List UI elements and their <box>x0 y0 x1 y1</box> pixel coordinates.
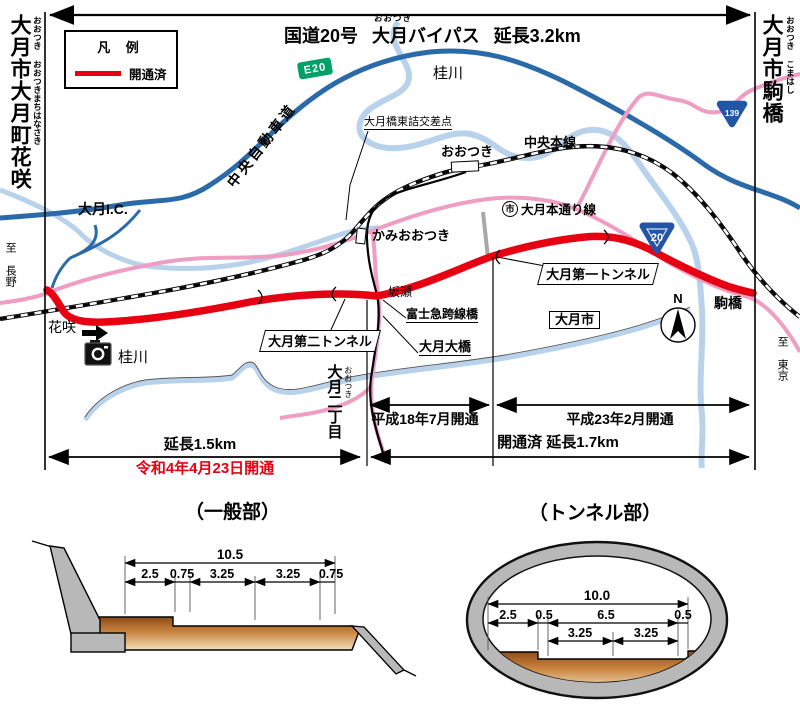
river-katsura <box>0 20 706 469</box>
to-nagano-label: 至 長野 <box>4 242 17 287</box>
general-w4: 3.25 <box>276 567 300 581</box>
sakase-label: 坂瀬 <box>388 285 413 299</box>
title-route: 国道20号 <box>284 26 359 46</box>
compass-n-label: N <box>673 291 682 306</box>
to-tokyo-label: 至 東京 <box>776 336 789 381</box>
city-road-name: 大月本通り線 <box>521 203 597 217</box>
left-edge-place-label: 大月市大月町花咲 <box>8 14 32 190</box>
legend-box: 凡 例 開通済 <box>64 30 178 89</box>
route-139-number: 139 <box>725 108 739 118</box>
h18-opening-label: 平成18年7月開通 <box>371 411 479 427</box>
tunnel2-label: 大月第二トンネル <box>259 330 381 352</box>
hanasaki-label: 花咲 <box>48 319 76 335</box>
title-length: 延長3.2km <box>493 26 581 46</box>
otsuki-bridge-label: 大月大橋 <box>419 339 472 357</box>
title-name: 大月バイパス <box>372 26 480 46</box>
katsura-river-label-bottom: 桂川 <box>118 349 149 366</box>
opened-1-7km-label: 開通済 延長1.7km <box>497 434 619 451</box>
right-edge-place-label: 大月市駒橋 <box>760 14 784 124</box>
legend-open-line-sample <box>75 71 121 76</box>
bypass-open-road <box>43 232 757 326</box>
otsukibashi-crossing-label: 大月橋東詰交差点 <box>364 116 452 131</box>
otsuki-ic-label: 大月I.C. <box>78 201 128 217</box>
compass: N <box>660 291 696 343</box>
general-w1: 2.5 <box>141 567 158 581</box>
kamiotsuki-station-marker <box>355 227 367 245</box>
fujikyu-bridge-label: 富士急跨線橋 <box>406 307 479 324</box>
gray-road <box>481 211 490 259</box>
boundary-lines <box>44 12 756 470</box>
camera-icon <box>84 340 112 366</box>
otsuki-station-marker <box>450 160 480 173</box>
map-title: 国道20号 おおつき 大月バイパス 延長3.2km <box>284 13 581 48</box>
tunnel-r2-3: 6.5 <box>597 608 614 622</box>
tunnel1-text: 大月第一トンネル <box>546 267 650 282</box>
right-edge-furigana: おおつき こまはし <box>785 16 796 94</box>
tunnel-section-title: （トンネル部） <box>528 503 662 524</box>
tunnel-section-drawing: 10.0 2.5 0.5 6.5 0.5 3.25 3.25 <box>465 540 729 700</box>
legend-open-label: 開通済 <box>129 68 167 82</box>
dimension-arrows <box>48 5 752 466</box>
route-20-number: 20 <box>651 232 663 244</box>
tunnel-total-width: 10.0 <box>584 588 610 603</box>
city-road-marker-icon: 市 <box>502 200 518 217</box>
left-edge-furigana: おおつき おおつきまちはなさき <box>32 16 43 145</box>
kamiotsuki-station-label: かみおおつき <box>372 228 451 243</box>
nichome-furigana: おおつき <box>343 366 353 398</box>
general-total-width: 10.5 <box>217 547 244 562</box>
route-139-badge: 139 <box>716 100 748 128</box>
katsura-river-label-top: 桂川 <box>433 65 464 82</box>
general-section-drawing: 10.5 2.5 0.75 3.25 3.25 0.75 <box>31 540 417 677</box>
tunnel-r3-2: 3.25 <box>634 626 658 640</box>
title-name-wrap: おおつき 大月バイパス <box>372 13 480 48</box>
otsuki-city-label: 大月市 <box>549 311 601 330</box>
fujikyu-line-railway <box>365 170 467 464</box>
general-section-dimensions: 10.5 2.5 0.75 3.25 3.25 0.75 <box>141 547 343 581</box>
reiwa4-opening-label: 令和4年4月23日開通 <box>135 460 275 477</box>
tunnel-portal-marks <box>257 229 609 305</box>
otsuki-station-label: おおつき <box>441 144 494 159</box>
general-section-title: （一般部） <box>184 502 280 523</box>
tunnel-section-dimensions: 10.0 2.5 0.5 6.5 0.5 3.25 3.25 <box>499 588 691 640</box>
tunnel-r3-1: 3.25 <box>568 626 592 640</box>
tunnel-r2-1: 2.5 <box>499 608 516 622</box>
tunnel1-label: 大月第一トンネル <box>537 263 659 285</box>
h23-opening-label: 平成23年2月開通 <box>566 411 674 427</box>
chuo-expressway-road <box>0 48 800 289</box>
leader-lines <box>329 130 546 354</box>
nichome-label: 大月二丁目 <box>325 364 343 439</box>
chuo-main-line-label: 中央本線 <box>524 135 577 150</box>
title-furigana: おおつき <box>374 13 413 23</box>
tunnel2-text: 大月第二トンネル <box>268 334 372 349</box>
tunnel-r2-4: 0.5 <box>674 608 691 622</box>
city-road-label: 市 大月本通り線 <box>502 199 596 218</box>
tunnel-r2-2: 0.5 <box>535 608 552 622</box>
route-20-badge: 20 <box>639 222 675 254</box>
general-w3: 3.25 <box>210 567 234 581</box>
general-w5: 0.75 <box>319 567 343 581</box>
legend-title: 凡 例 <box>97 40 145 55</box>
komahashi-label: 駒橋 <box>714 295 742 311</box>
direction-arrow-icon <box>82 325 108 341</box>
general-w2: 0.75 <box>170 567 194 581</box>
length-1-5km-label: 延長1.5km <box>163 436 237 453</box>
